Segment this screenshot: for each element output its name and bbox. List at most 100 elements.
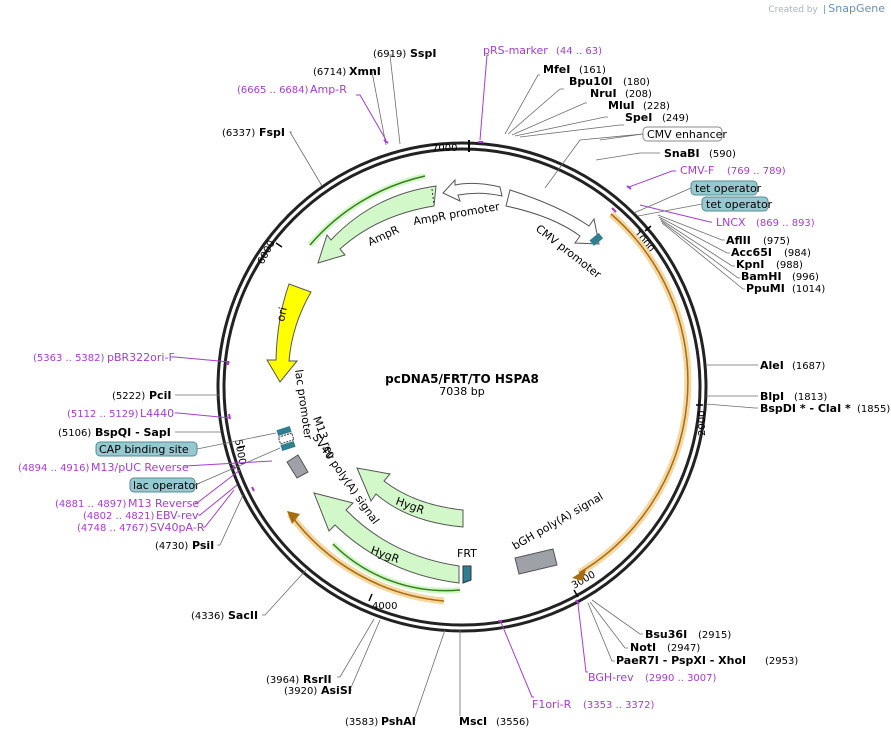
site-acc65i-pos: (984) bbox=[784, 248, 811, 259]
box-cmv-enhancer-leader bbox=[599, 133, 644, 141]
sv40-polya-feature bbox=[286, 454, 309, 479]
primer-sv40pa-r-pos: (4748 .. 4767) bbox=[77, 523, 149, 534]
site-mfei: MfeI bbox=[543, 63, 570, 76]
site-asisi-pos: (3920) bbox=[284, 686, 317, 697]
site-aflii-pos: (975) bbox=[763, 236, 790, 247]
site-noti-pos: (2947) bbox=[667, 643, 700, 654]
cmv-end-feature bbox=[589, 232, 604, 246]
primer-bgh-rev: BGH-rev bbox=[588, 671, 634, 684]
site-bsu36i-pos: (2915) bbox=[698, 630, 731, 641]
site-msci-pos: (3556) bbox=[496, 717, 529, 728]
site-fspi: FspI bbox=[259, 126, 285, 139]
cmv-promoter-arrow bbox=[505, 189, 600, 245]
site-psii: PsiI bbox=[192, 539, 214, 552]
site-spei: SpeI bbox=[625, 111, 652, 124]
site-bsu36i: Bsu36I bbox=[645, 628, 687, 641]
box-cap-binding-site-leader bbox=[196, 432, 277, 450]
site-mlui: MluI bbox=[608, 99, 635, 112]
label-frt: FRT bbox=[457, 547, 477, 560]
ori-arrow bbox=[266, 283, 312, 383]
site-asisi: AsiSI bbox=[321, 684, 352, 697]
ampr-promoter-arrow bbox=[442, 178, 503, 202]
site-msci: MscI bbox=[459, 715, 487, 728]
site-paer7i-xhoi: PaeR7I - PspXI - XhoI bbox=[616, 654, 746, 667]
credit-small: Created by bbox=[768, 5, 818, 15]
primer-f1ori-r: F1ori-R bbox=[532, 698, 572, 711]
site-noti: NotI bbox=[630, 641, 656, 654]
primer-marks bbox=[227, 139, 632, 622]
backbone-outer-ring bbox=[216, 141, 708, 633]
lac-operator-feature bbox=[280, 440, 296, 452]
primer-amp-r: Amp-R bbox=[310, 83, 347, 96]
site-bpu10i-pos: (180) bbox=[623, 77, 650, 88]
site-acc65i: Acc65I bbox=[731, 246, 772, 259]
label-bgh-polya: bGH poly(A) signal bbox=[510, 490, 605, 553]
primer-m13-reverse-pos: (4881 .. 4897) bbox=[55, 499, 127, 510]
primer-leaders bbox=[172, 54, 712, 698]
tick-label-5000: 5000 bbox=[232, 439, 247, 466]
site-bspqi-pos: (5106) bbox=[58, 428, 91, 439]
primer-bgh-rev-pos: (2990 .. 3007) bbox=[645, 673, 717, 684]
tick-label-7000: 7000 bbox=[432, 143, 457, 154]
primer-amp-r-pos: (6665 .. 6684) bbox=[237, 85, 309, 96]
site-snabi-pos: (590) bbox=[709, 149, 736, 160]
credit-brand: SnapGene bbox=[828, 2, 885, 15]
box-tet-operator-1-leader bbox=[633, 187, 692, 214]
site-aflii: AflII bbox=[726, 234, 751, 247]
site-spei-pos: (249) bbox=[662, 113, 689, 124]
primer-pbr322ori-f: pBR322ori-F bbox=[107, 351, 175, 364]
site-nrui-pos: (208) bbox=[625, 89, 652, 100]
site-snabi: SnaBI bbox=[664, 147, 700, 160]
site-alei-pos: (1687) bbox=[792, 361, 825, 372]
orf-arrow-bottom bbox=[287, 511, 300, 524]
leaders-right bbox=[504, 74, 758, 662]
ampr-dotted-divider bbox=[431, 188, 435, 206]
primer-cmv-f-pos: (769 .. 789) bbox=[727, 166, 786, 177]
box-tet-operator-2-leader bbox=[637, 203, 703, 217]
site-kpni: KpnI bbox=[736, 258, 764, 271]
orf-arc-bottom-core bbox=[289, 513, 445, 602]
site-bspdi-clai: BspDI * - ClaI * bbox=[760, 402, 851, 415]
lac-promoter-feature bbox=[277, 432, 295, 445]
site-rsrii-pos: (3964) bbox=[266, 675, 299, 686]
site-blpi-pos: (1813) bbox=[794, 392, 827, 403]
site-bamhi: BamHI bbox=[741, 270, 782, 283]
primer-f1ori-r-pos: (3353 .. 3372) bbox=[583, 700, 655, 711]
box-cap-binding-site-label: CAP binding site bbox=[99, 443, 189, 456]
primer-ebv-rev: EBV-rev bbox=[156, 509, 199, 522]
cap-binding-feature bbox=[276, 425, 292, 437]
box-lac-operator-leader bbox=[194, 447, 281, 486]
primer-sv40pa-r: SV40pA-R bbox=[150, 521, 205, 534]
site-ppumi-pos: (1014) bbox=[792, 284, 825, 295]
bgh-polya-feature bbox=[514, 548, 558, 575]
primer-pbr322ori-f-pos: (5363 .. 5382) bbox=[33, 353, 105, 364]
box-lac-operator-label: lac operator bbox=[133, 479, 200, 492]
site-bspqi: BspQI - SapI bbox=[95, 426, 171, 439]
site-sacii: SacII bbox=[228, 609, 258, 622]
hygr-arrow-upper bbox=[356, 467, 464, 528]
site-sspi: SspI bbox=[410, 47, 436, 60]
orf-arc-right-core bbox=[578, 213, 689, 574]
site-pcii: PciI bbox=[149, 389, 171, 402]
label-lac-promoter: lac promoter bbox=[292, 369, 315, 441]
site-fspi-pos: (6337) bbox=[222, 128, 255, 139]
site-psii-pos: (4730) bbox=[155, 541, 188, 552]
snapgene-credit: Created by ❘SnapGene bbox=[768, 2, 885, 15]
tick-label-4000: 4000 bbox=[372, 601, 397, 612]
primer-lncx-pos: (869 .. 893) bbox=[756, 218, 815, 229]
tick-label-2000: 2000 bbox=[697, 411, 708, 436]
primer-lncx: LNCX bbox=[716, 216, 746, 229]
hygr-arrow-lower bbox=[313, 492, 460, 584]
site-ppumi: PpuMI bbox=[746, 282, 785, 295]
primer-prs-marker: pRS-marker bbox=[483, 44, 548, 57]
plasmid-length: 7038 bp bbox=[439, 385, 484, 398]
site-bspdi-clai-pos: (1855) bbox=[857, 404, 890, 415]
primer-l4440: L4440 bbox=[140, 407, 174, 420]
leaders-left bbox=[175, 54, 461, 721]
frt-feature bbox=[462, 565, 472, 584]
site-pshai-pos: (3583) bbox=[345, 717, 378, 728]
site-bpu10i: Bpu10I bbox=[569, 75, 613, 88]
primer-prs-marker-pos: (44 .. 63) bbox=[556, 46, 602, 57]
site-sspi-pos: (6919) bbox=[373, 49, 406, 60]
primer-m13-puc-reverse: M13/pUC Reverse bbox=[91, 461, 189, 474]
